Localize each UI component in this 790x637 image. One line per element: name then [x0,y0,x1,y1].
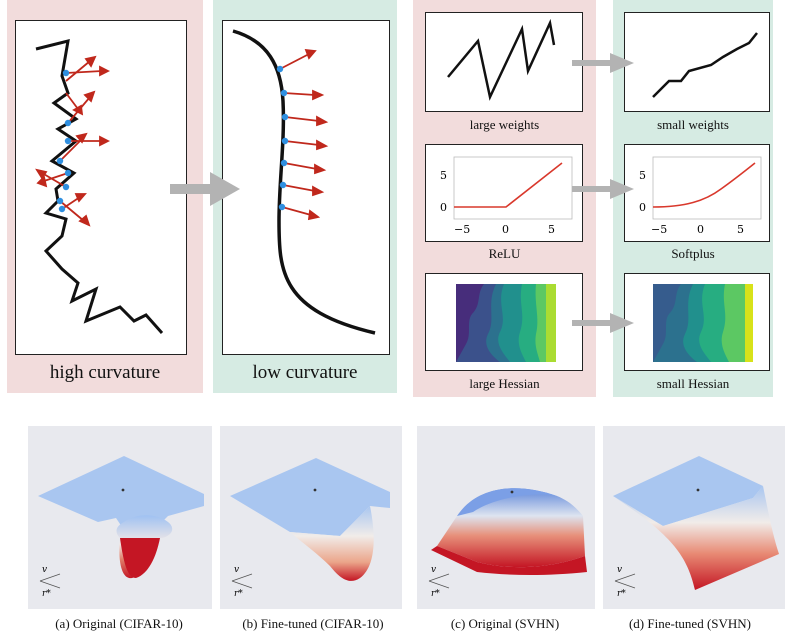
small-hessian-label: small Hessian [656,376,730,391]
caption-d: (d) Fine-tuned (SVHN) [628,616,752,631]
softplus-xtick-5: 5 [737,223,744,236]
relu-ytick-0: 0 [440,201,447,214]
low-curvature-frame [222,20,390,355]
relu-frame: 5 0 −5 0 5 [425,144,583,242]
relu-xtick-5: 5 [548,223,555,236]
landscape-b: v r* [220,426,402,609]
axis-v-a: v [42,565,47,575]
low-curvature-label: low curvature [252,362,358,383]
caption-c: (c) Original (SVHN) [450,616,560,631]
softplus-ytick-5: 5 [639,169,646,182]
axis-v-c: v [431,565,436,575]
large-hessian-frame [425,273,583,371]
activation-transition-arrow [572,179,634,199]
large-hessian-heatmap [456,284,556,362]
relu-ytick-5: 5 [440,169,447,182]
relu-xtick-0: 0 [502,223,509,236]
axis-r-b: r* [234,589,243,599]
high-curvature-label: high curvature [49,362,161,383]
softplus-xtick-0: 0 [697,223,704,236]
high-curvature-frame [15,20,187,355]
softplus-plot: 5 0 −5 0 5 [639,156,762,236]
hessian-transition-arrow [572,313,634,333]
large-weights-label: large weights [469,117,540,132]
large-weights-frame [425,12,583,112]
small-weights-plot [652,32,758,98]
softplus-xtick-neg5: −5 [651,223,667,236]
small-hessian-frame [624,273,770,371]
small-weights-label: small weights [657,117,729,132]
high-curvature-path [35,38,164,334]
axis-r-a: r* [42,589,51,599]
relu-label: ReLU [488,246,521,261]
axis-r-d: r* [617,589,626,599]
small-hessian-heatmap [653,284,753,362]
axis-v-b: v [234,565,239,575]
softplus-label: Softplus [671,246,715,261]
axis-r-c: r* [431,589,440,599]
axis-v-d: v [617,565,622,575]
landscape-c: v r* [417,426,595,609]
small-weights-frame [624,12,770,112]
relu-plot: 5 0 −5 0 5 [440,156,573,236]
curvature-transition-arrow [170,172,240,206]
caption-a: (a) Original (CIFAR-10) [55,616,183,631]
relu-curve [454,162,563,208]
softplus-frame: 5 0 −5 0 5 [624,144,770,242]
relu-xtick-neg5: −5 [454,223,470,236]
landscape-d: v r* [603,426,785,609]
low-curvature-path [232,29,376,335]
caption-b: (b) Fine-tuned (CIFAR-10) [242,616,384,631]
softplus-ytick-0: 0 [639,201,646,214]
large-hessian-label: large Hessian [469,376,540,391]
softplus-curve [652,162,756,208]
large-weights-plot [447,18,556,101]
weights-transition-arrow [572,53,634,73]
landscape-a: v r* [28,426,212,609]
